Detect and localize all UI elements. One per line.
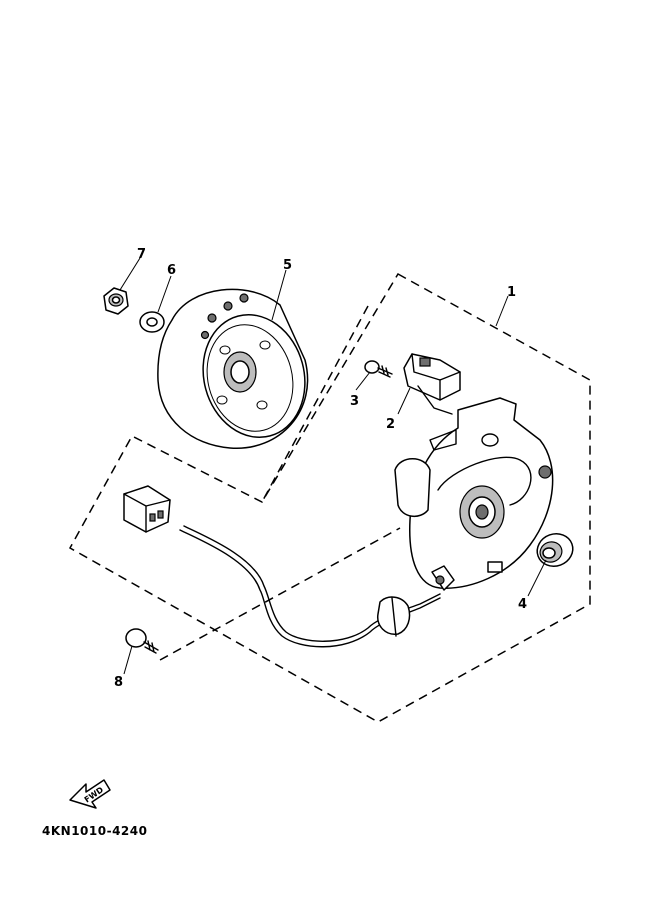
forward-arrow-icon: FWD [69, 779, 111, 809]
assembly-1-group-outline [68, 272, 591, 723]
flywheel-group-outline [261, 305, 369, 503]
diagram-part-number: 4KN1010-4240 [42, 824, 147, 838]
flywheel-rotor-part-5[interactable] [157, 288, 318, 449]
screw-part-3[interactable] [364, 360, 393, 378]
callout-7[interactable]: 7 [137, 247, 146, 262]
callout-2[interactable]: 2 [386, 417, 395, 432]
leader-line-7 [119, 257, 141, 291]
washer-part-6[interactable] [139, 311, 165, 333]
callout-6[interactable]: 6 [167, 263, 176, 278]
pickup-coil-part-2[interactable] [403, 353, 461, 415]
callout-4[interactable]: 4 [518, 597, 527, 612]
stator-plate-part-1[interactable] [394, 397, 554, 591]
leader-line-2 [397, 387, 411, 415]
leader-line-4 [527, 559, 547, 597]
bolt-8-dashed-guide [159, 527, 401, 661]
callout-1[interactable]: 1 [507, 285, 516, 300]
leader-line-5 [271, 269, 287, 321]
leader-line-1 [495, 295, 509, 327]
oil-seal-part-4[interactable] [533, 529, 578, 571]
nut-part-7[interactable] [103, 287, 129, 315]
leader-line-8 [123, 645, 133, 675]
callout-3[interactable]: 3 [350, 394, 359, 409]
bolt-part-8[interactable] [125, 628, 159, 654]
callout-8[interactable]: 8 [114, 675, 123, 690]
leader-line-3 [355, 371, 371, 391]
wire-harness-lead[interactable] [123, 485, 441, 648]
callout-5[interactable]: 5 [283, 258, 292, 273]
leader-line-6 [157, 275, 172, 313]
